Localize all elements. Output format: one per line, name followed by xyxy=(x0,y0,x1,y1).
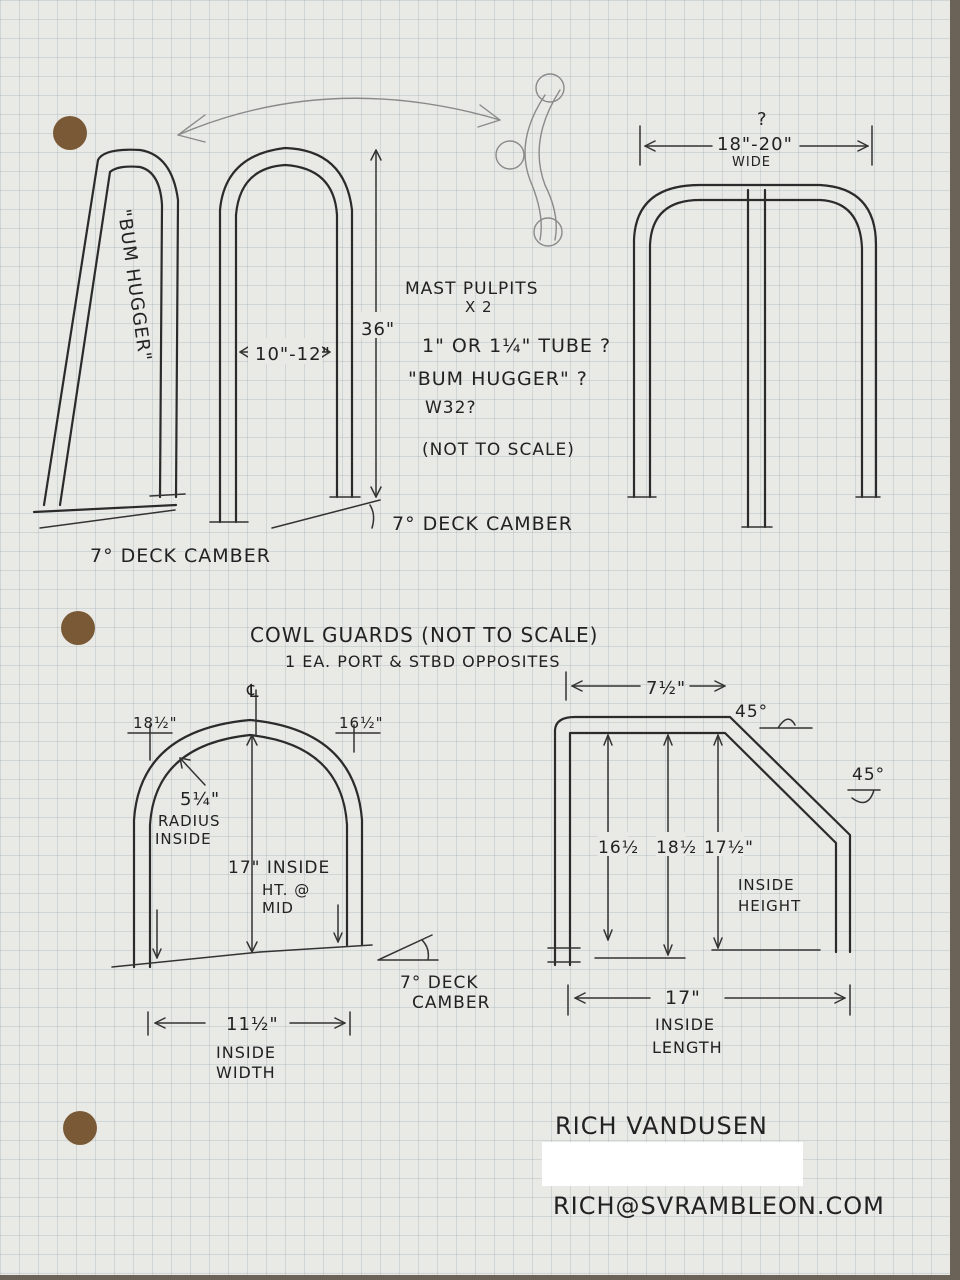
mounting-foot-sketch xyxy=(495,73,565,247)
signature-email: RICH@SVRAMBLEON.COM xyxy=(553,1192,885,1220)
arch-mid-height: 17" INSIDE xyxy=(228,858,330,878)
cowl-guards-title: COWL GUARDS (NOT TO SCALE) xyxy=(250,623,598,647)
cowl-length-value: 17" xyxy=(665,987,701,1009)
cowl-angle-side: 45° xyxy=(852,765,885,785)
notes-tube-size: 1" OR 1¼" TUBE ? xyxy=(422,335,611,357)
arch-mid-height-at: HT. @ xyxy=(262,881,310,899)
bum-hugger-pulpit xyxy=(32,148,186,529)
cowl-length-label: LENGTH xyxy=(652,1038,723,1057)
cowl-guard-arch xyxy=(111,689,381,1036)
notes-bum-hugger: "BUM HUGGER" ? xyxy=(408,368,588,390)
notes-not-to-scale: (NOT TO SCALE) xyxy=(422,440,575,460)
front-width-wide-label: WIDE xyxy=(732,155,771,170)
arch-left-end-dim: 18½" xyxy=(133,714,178,732)
notes-quantity: X 2 xyxy=(465,298,493,316)
cowl-top-length: 7½" xyxy=(646,678,686,699)
cowl-height-1: 16½ xyxy=(598,838,639,858)
camber-label-right: 7° DECK CAMBER xyxy=(392,513,573,535)
arch-radius-inside: INSIDE xyxy=(155,830,212,848)
arch-mid-height-mid: MID xyxy=(262,899,294,917)
arch-right-end-dim: 16½" xyxy=(339,714,384,732)
arch-radius-value: 5¼" xyxy=(180,789,220,810)
cowl-height-label: HEIGHT xyxy=(738,897,801,915)
cowl-height-2: 18½ xyxy=(656,838,697,858)
cowl-length-inside: INSIDE xyxy=(655,1015,715,1034)
cowl-height-3: 17½" xyxy=(704,838,754,858)
binder-hole-top xyxy=(53,116,87,150)
arch-width-value: 11½" xyxy=(226,1014,279,1035)
centerline-mark: ℄ xyxy=(246,681,260,702)
front-view-pulpit xyxy=(627,125,881,529)
camber-triangle xyxy=(377,934,439,961)
bum-hugger-vertical-label: "BUM HUGGER" xyxy=(113,208,155,363)
camber-label-left: 7° DECK CAMBER xyxy=(90,545,271,567)
redacted-phone-box xyxy=(542,1142,803,1186)
rotation-arrow xyxy=(177,97,501,136)
cowl-camber-label: 7° DECK xyxy=(400,973,479,993)
arch-width-inside: INSIDE xyxy=(216,1043,276,1062)
pulpit-height-dimension: 36" xyxy=(361,319,395,340)
arch-radius-label: RADIUS xyxy=(158,812,221,830)
notes-w32: W32? xyxy=(425,398,476,418)
front-width-question: ? xyxy=(757,109,768,130)
pulpit-width-dimension: 10"-12" xyxy=(255,344,331,365)
notes-title: MAST PULPITS xyxy=(405,279,538,299)
arch-width-label: WIDTH xyxy=(216,1063,276,1082)
cowl-camber-label-2: CAMBER xyxy=(412,993,490,1013)
signature-name: RICH VANDUSEN xyxy=(555,1112,768,1140)
cowl-angle-top: 45° xyxy=(735,702,768,722)
cowl-height-inside: INSIDE xyxy=(738,876,795,894)
cowl-guards-subtitle: 1 EA. PORT & STBD OPPOSITES xyxy=(285,652,561,671)
binder-hole-middle xyxy=(61,611,95,645)
front-width-dimension: 18"-20" xyxy=(717,134,793,155)
binder-hole-bottom xyxy=(63,1111,97,1145)
